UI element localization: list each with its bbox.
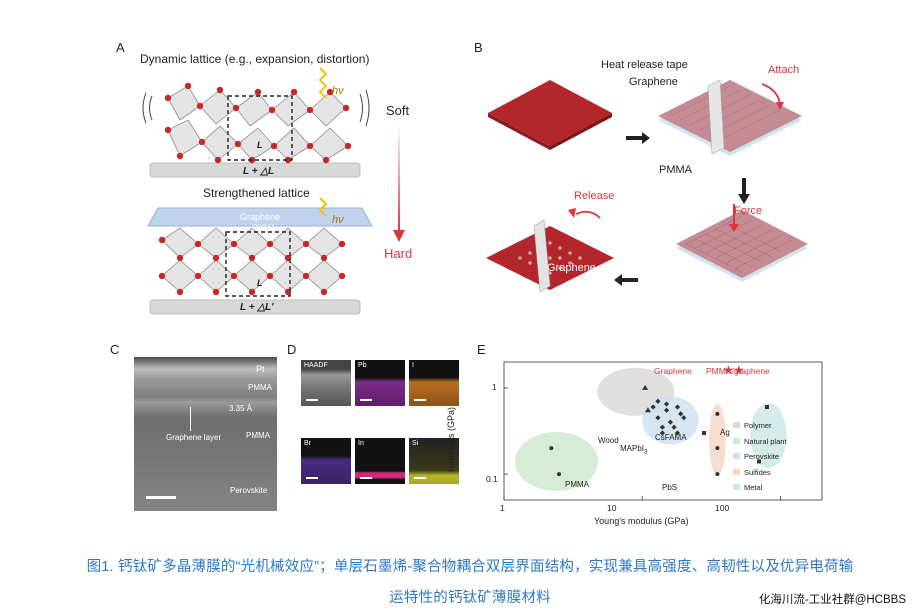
panel-letter-d: D <box>287 342 296 357</box>
tem-spacing-label: 3.35 Å <box>229 404 252 413</box>
panel-a-L-top: L <box>257 140 263 150</box>
edx-map-haadf: HAADF <box>301 360 351 406</box>
edx-map-label: In <box>358 440 364 447</box>
chart-xtick-100: 100 <box>715 503 729 513</box>
legend-item-polymer: Polymer <box>733 418 787 434</box>
panel-letter-b: B <box>474 40 483 55</box>
scale-bar <box>414 399 426 401</box>
scale-bar <box>306 399 318 401</box>
panel-a-hv-top: hν <box>332 85 344 97</box>
scale-bar <box>360 477 372 479</box>
edx-map-pb: Pb <box>355 360 405 406</box>
panel-b-heat-tape: Heat release tape <box>601 59 688 71</box>
chart-legend: Polymer Natural plant Perovskite Sulfide… <box>733 418 787 496</box>
edx-map-label: Si <box>412 440 418 447</box>
chart-label-pbs: PbS <box>662 483 677 492</box>
tem-pmma-top-label: PMMA <box>248 383 272 392</box>
mapbi-subscript: 3 <box>644 450 647 456</box>
point-pbs <box>715 472 719 476</box>
soft-to-hard-arrow <box>392 124 406 244</box>
chart-label-ag: Ag <box>720 428 730 437</box>
scale-bar <box>360 399 372 401</box>
edx-map-label: I <box>412 362 414 369</box>
legend-swatch <box>733 438 740 444</box>
point-pmma <box>557 472 561 476</box>
legend-label: Metal <box>744 483 762 492</box>
scale-bar <box>306 477 318 479</box>
panel-b-release: Release <box>574 190 614 202</box>
legend-label: Polymer <box>744 421 772 430</box>
panel-b-force: Force <box>734 205 762 217</box>
panel-b-pmma: PMMA <box>659 164 692 176</box>
edx-map-label: Br <box>304 440 311 447</box>
chart-ytick-0-1: 0.1 <box>486 474 498 484</box>
chart-xlabel: Young's modulus (GPa) <box>594 516 688 526</box>
scale-bar <box>414 477 426 479</box>
chart-label-csfama: CsFAMA <box>655 433 687 442</box>
point-pmma <box>549 446 553 450</box>
legend-item-sulfides: Sulfides <box>733 465 787 481</box>
panel-letter-c: C <box>110 342 119 357</box>
panel-a-pmma-label: PMMA <box>252 223 276 232</box>
legend-label: Perovskite <box>744 452 779 461</box>
tem-pt-label: Pt <box>256 364 265 374</box>
tem-graphene-arrow <box>190 407 191 431</box>
edx-map-label: Pb <box>358 362 367 369</box>
chart-xtick-1: 1 <box>500 503 505 513</box>
chart-label-wood: Wood <box>598 436 619 445</box>
panel-b-graphene-bottom: Graphene <box>547 262 596 274</box>
edx-map-label: HAADF <box>304 362 328 369</box>
legend-label: Sulfides <box>744 468 771 477</box>
panel-a-title-bottom: Strengthened lattice <box>203 186 310 200</box>
panel-a-graphene-label: Graphene <box>240 212 280 222</box>
point-pbs <box>715 446 719 450</box>
tem-scale-bar <box>146 496 176 499</box>
chart-ylabel: Hardness (GPa) <box>446 407 456 472</box>
chart-label-mapbi: MAPbI3 <box>620 444 647 456</box>
panel-a-length-top: L + △L <box>243 166 274 177</box>
edx-map-in: In <box>355 438 405 484</box>
panel-b-graphene: Graphene <box>629 76 678 88</box>
panel-a-L-bottom: L <box>257 278 263 288</box>
chart-label-graphene: Graphene <box>654 366 692 376</box>
chart-xtick-10: 10 <box>607 503 616 513</box>
point-ag <box>765 405 769 409</box>
chart-label-pmma: PMMA <box>565 480 589 489</box>
panel-b-attach: Attach <box>768 64 799 76</box>
mapbi-text: MAPbI <box>620 444 644 453</box>
panel-a-soft: Soft <box>386 103 409 118</box>
legend-swatch <box>733 422 740 428</box>
legend-swatch <box>733 484 740 490</box>
legend-item-perovskite: Perovskite <box>733 449 787 465</box>
tem-pmma-mid-label: PMMA <box>246 431 270 440</box>
panel-b-process-illustration <box>480 58 840 303</box>
panel-a-title-top: Dynamic lattice (e.g., expansion, distor… <box>140 52 369 66</box>
tem-graphene-layer-label: Graphene layer <box>166 433 221 442</box>
tem-perovskite-label: Perovskite <box>230 486 267 495</box>
legend-swatch <box>733 469 740 475</box>
legend-label: Natural plant <box>744 437 787 446</box>
point-csfama <box>702 431 706 435</box>
chart-ytick-1: 1 <box>492 382 497 392</box>
panel-a-length-bottom: L + △L' <box>240 302 274 313</box>
point-pbs <box>715 412 719 416</box>
legend-item-natural-plant: Natural plant <box>733 434 787 450</box>
chart-label-pmma-graphene: PMMA/graphene <box>706 366 770 376</box>
caption-line-1: 图1. 钙钛矿多晶薄膜的“光机械效应”；单层石墨烯-聚合物耦合双层界面结构，实现… <box>40 552 900 583</box>
panel-letter-a: A <box>116 40 125 55</box>
panel-a-hv-bottom: hν <box>332 214 344 226</box>
edx-map-br: Br <box>301 438 351 484</box>
legend-swatch <box>733 453 740 459</box>
panel-a-hard: Hard <box>384 246 412 261</box>
legend-item-metal: Metal <box>733 480 787 496</box>
edx-map-i: I <box>409 360 459 406</box>
watermark: 化海川流-工业社群@HCBBS <box>759 591 906 607</box>
